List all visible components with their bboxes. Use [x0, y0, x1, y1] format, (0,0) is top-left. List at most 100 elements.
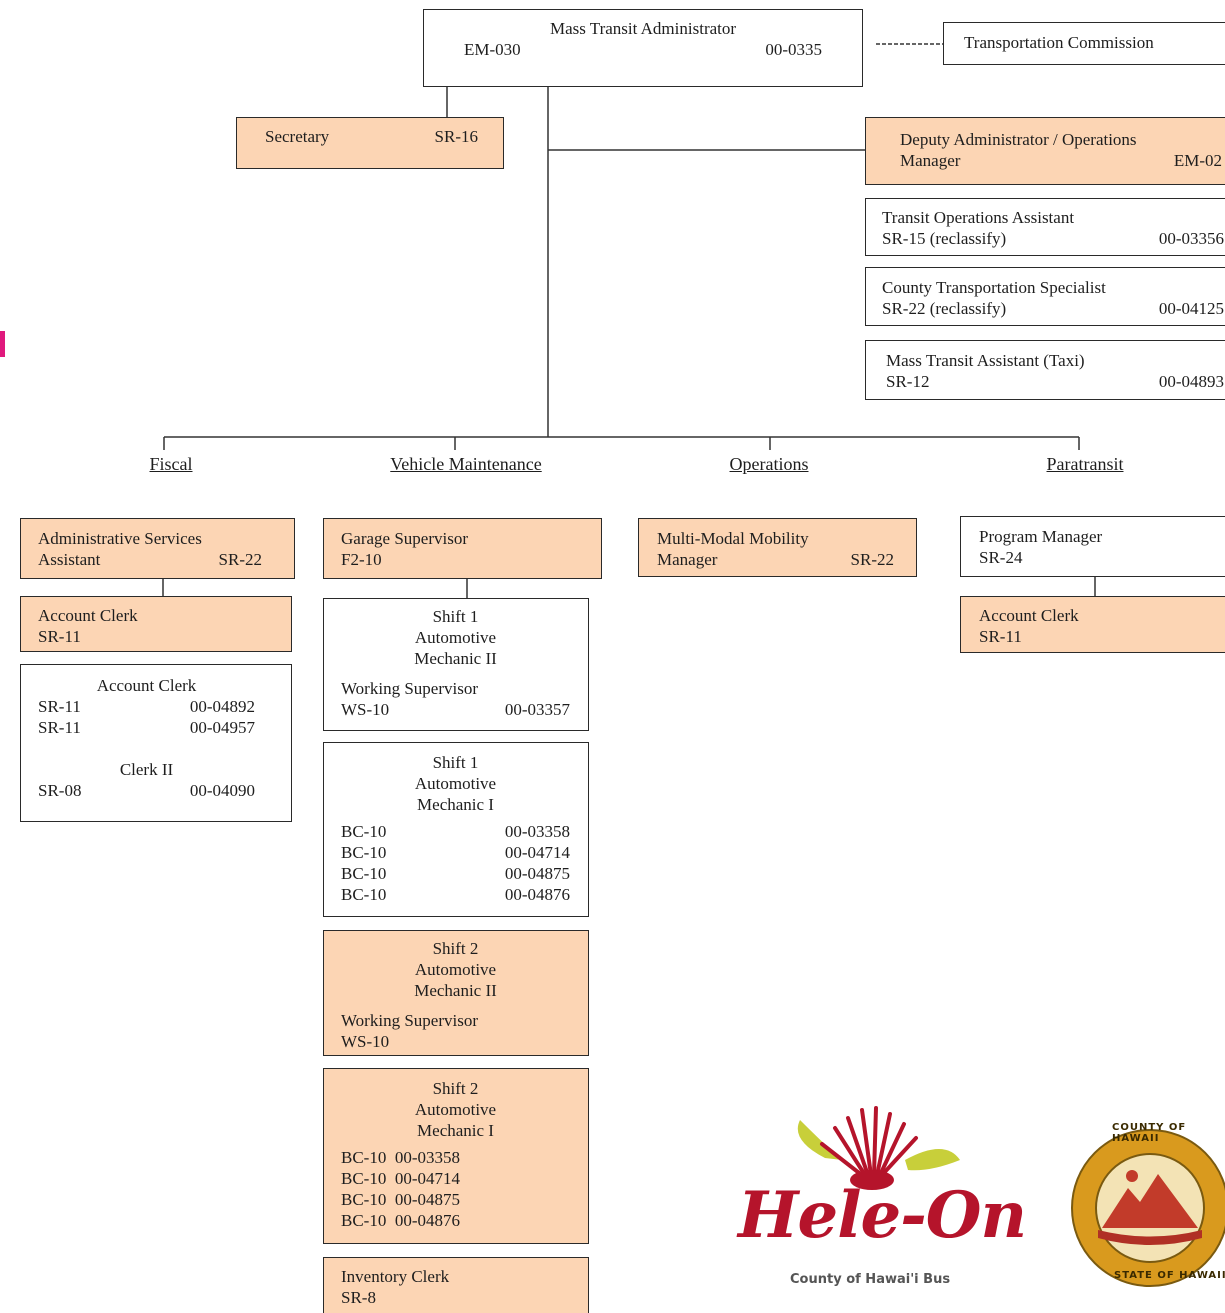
s2m1-row-3: BC-10 00-04875	[341, 1190, 460, 1209]
secretary-grade: SR-16	[434, 127, 478, 146]
administrative-services-assistant-box: Administrative Services Assistant SR-22	[20, 518, 295, 579]
clerk-ii-grade: SR-08	[38, 781, 82, 800]
division-paratransit: Paratransit	[1046, 454, 1124, 474]
s1m1-position-2: 00-04714	[504, 843, 570, 862]
shift2-mechanic-ii-box: Shift 2 Automotive Mechanic II Working S…	[323, 930, 589, 1056]
fiscal-clerk-grade: SR-11	[38, 627, 81, 646]
commission-title: Transportation Commission	[964, 33, 1154, 52]
secretary-box: Secretary SR-16	[236, 117, 504, 169]
s1m1-mechanic: Mechanic I	[417, 795, 494, 814]
mmm-title: Multi-Modal Mobility	[657, 529, 809, 548]
clerk-grade-1: SR-11	[38, 697, 81, 716]
s2m2-grade: WS-10	[341, 1032, 390, 1051]
mta-grade: SR-12	[886, 372, 930, 391]
account-clerk-group-box: Account Clerk SR-11 00-04892 SR-11 00-04…	[20, 664, 292, 822]
mmm-grade: SR-22	[850, 550, 894, 569]
shift1-mechanic-ii-box: Shift 1 Automotive Mechanic II Working S…	[323, 598, 589, 731]
para-clerk-grade: SR-11	[979, 627, 1022, 646]
multi-modal-mobility-manager-box: Multi-Modal Mobility Manager SR-22	[638, 518, 917, 577]
county-seal: COUNTY OF HAWAII STATE OF HAWAII	[1068, 1118, 1225, 1298]
county-seal-icon	[1071, 1129, 1225, 1287]
mass-transit-assistant-box: Mass Transit Assistant (Taxi) SR-12 00-0…	[865, 340, 1225, 400]
s2m2-sub: Working Supervisor	[341, 1011, 478, 1030]
hele-on-wordmark: Hele-On	[738, 1178, 1027, 1253]
s2m2-mechanic: Mechanic II	[414, 981, 497, 1000]
hele-on-logo: Hele-On County of Hawai'i Bus	[730, 1100, 1060, 1300]
s2m1-row-2: BC-10 00-04714	[341, 1169, 460, 1188]
s1m2-automotive: Automotive	[414, 628, 497, 647]
deputy-grade: EM-02	[1173, 151, 1222, 170]
s2m2-automotive: Automotive	[414, 960, 497, 979]
s1m2-sub: Working Supervisor	[341, 679, 478, 698]
pm-title: Program Manager	[979, 527, 1103, 546]
accent-bar	[0, 331, 5, 357]
ads-title: Administrative Services	[38, 529, 202, 548]
para-clerk-title: Account Clerk	[979, 606, 1079, 625]
s1m2-mechanic: Mechanic II	[414, 649, 497, 668]
hele-on-tagline: County of Hawai'i Bus	[790, 1272, 951, 1287]
s2m1-row-4: BC-10 00-04876	[341, 1211, 460, 1230]
mta-title: Mass Transit Assistant (Taxi)	[886, 351, 1085, 370]
garage-supervisor-box: Garage Supervisor F2-10	[323, 518, 602, 579]
division-vehicle-maintenance: Vehicle Maintenance	[390, 454, 542, 474]
administrator-position: 00-0335	[765, 40, 822, 59]
toa-title: Transit Operations Assistant	[882, 208, 1075, 227]
inventory-grade: SR-8	[341, 1288, 376, 1307]
cts-title: County Transportation Specialist	[882, 278, 1106, 297]
garage-grade: F2-10	[341, 550, 382, 569]
mass-transit-administrator-box: Mass Transit Administrator EM-030 00-033…	[423, 9, 863, 87]
s1m1-shift: Shift 1	[432, 753, 479, 772]
s2m1-shift: Shift 2	[432, 1079, 479, 1098]
fiscal-account-clerk-box: Account Clerk SR-11	[20, 596, 292, 652]
clerk-grade-2: SR-11	[38, 718, 81, 737]
s1m1-grade-4: BC-10	[341, 885, 387, 904]
mmm-role: Manager	[657, 550, 718, 569]
s2m2-shift: Shift 2	[432, 939, 479, 958]
garage-title: Garage Supervisor	[341, 529, 468, 548]
transit-operations-assistant-box: Transit Operations Assistant SR-15 (recl…	[865, 198, 1225, 256]
administrator-title: Mass Transit Administrator	[549, 19, 737, 38]
division-fiscal: Fiscal	[149, 454, 193, 474]
fiscal-clerk-title: Account Clerk	[38, 606, 138, 625]
program-manager-box: Program Manager SR-24	[960, 516, 1225, 577]
lehua-flower-icon	[797, 1106, 960, 1190]
seal-bottom-text: STATE OF HAWAII	[1114, 1270, 1225, 1281]
seal-top-text: COUNTY OF HAWAII	[1112, 1122, 1187, 1144]
s1m1-grade-2: BC-10	[341, 843, 387, 862]
deputy-administrator-box: Deputy Administrator / Operations Manage…	[865, 117, 1225, 185]
deputy-role: Manager	[900, 151, 961, 170]
s1m1-position-3: 00-04875	[504, 864, 570, 883]
clerk-ii-title: Clerk II	[119, 760, 174, 779]
s1m1-position-4: 00-04876	[504, 885, 570, 904]
s1m1-automotive: Automotive	[414, 774, 497, 793]
inventory-clerk-box: Inventory Clerk SR-8	[323, 1257, 589, 1313]
s1m1-grade-3: BC-10	[341, 864, 387, 883]
cts-grade: SR-22 (reclassify)	[882, 299, 1007, 318]
ads-role: Assistant	[38, 550, 101, 569]
s1m1-grade-1: BC-10	[341, 822, 387, 841]
s1m2-position: 00-03357	[504, 700, 570, 719]
clerk-position-2: 00-04957	[189, 718, 255, 737]
transportation-commission-box: Transportation Commission	[943, 22, 1225, 65]
s2m1-row-1: BC-10 00-03358	[341, 1148, 460, 1167]
s2m1-mechanic: Mechanic I	[417, 1121, 494, 1140]
toa-grade: SR-15 (reclassify)	[882, 229, 1007, 248]
s2m1-automotive: Automotive	[414, 1100, 497, 1119]
county-transportation-specialist-box: County Transportation Specialist SR-22 (…	[865, 267, 1225, 326]
clerk-group-title: Account Clerk	[96, 676, 197, 695]
mta-position: 00-04893	[1158, 372, 1224, 391]
shift2-mechanic-i-box: Shift 2 Automotive Mechanic I BC-10 00-0…	[323, 1068, 589, 1244]
division-operations: Operations	[729, 454, 809, 474]
deputy-title: Deputy Administrator / Operations	[900, 130, 1137, 149]
pm-grade: SR-24	[979, 548, 1023, 567]
clerk-ii-position: 00-04090	[189, 781, 255, 800]
ads-grade: SR-22	[218, 550, 262, 569]
toa-position: 00-03356	[1158, 229, 1224, 248]
shift1-mechanic-i-box: Shift 1 Automotive Mechanic I BC-10 00-0…	[323, 742, 589, 917]
administrator-grade: EM-030	[464, 40, 521, 59]
secretary-title: Secretary	[265, 127, 330, 146]
inventory-title: Inventory Clerk	[341, 1267, 450, 1286]
s1m2-grade: WS-10	[341, 700, 390, 719]
cts-position: 00-04125	[1158, 299, 1224, 318]
